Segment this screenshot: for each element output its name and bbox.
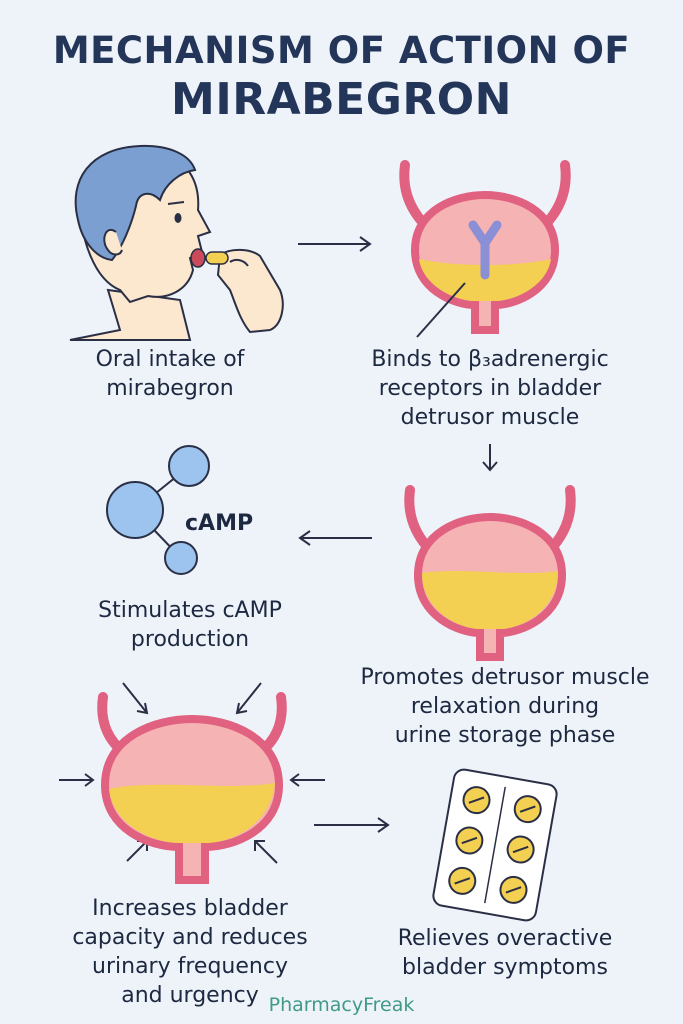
- step-relieves-symptoms-caption: Relieves overactive bladder symptoms: [397, 926, 613, 980]
- page-title: MECHANISM OF ACTION OF MIRABEGRON: [0, 28, 683, 126]
- step-binds-receptors-caption: Binds to β₃adrenergic receptors in bladd…: [371, 347, 609, 430]
- pill-blister-icon: [425, 768, 565, 922]
- arrow-down-icon: [480, 442, 500, 474]
- title-line-2: MIRABEGRON: [171, 74, 512, 125]
- molecule-label: cAMP: [185, 511, 253, 536]
- title-line-1: MECHANISM OF ACTION OF: [52, 29, 631, 72]
- step-promotes-relaxation-caption: Promotes detrusor muscle relaxation duri…: [360, 665, 650, 748]
- bladder-icon: [400, 485, 580, 661]
- step-increases-capacity-caption: Increases bladder capacity and reduces u…: [72, 896, 308, 1008]
- brand-watermark: PharmacyFreak: [268, 994, 415, 1016]
- expanded-bladder-icon: [55, 675, 335, 890]
- step-stimulates-camp-caption: Stimulates cAMP production: [98, 598, 282, 652]
- arrow-right-icon: [312, 815, 394, 835]
- person-taking-pill-icon: [60, 140, 300, 341]
- molecule-icon: cAMP: [105, 442, 305, 582]
- bladder-receptor-icon: [395, 155, 575, 338]
- arrow-left-icon: [294, 528, 374, 548]
- step-oral-intake-caption: Oral intake of mirabegron: [95, 347, 245, 401]
- arrow-right-icon: [296, 234, 376, 254]
